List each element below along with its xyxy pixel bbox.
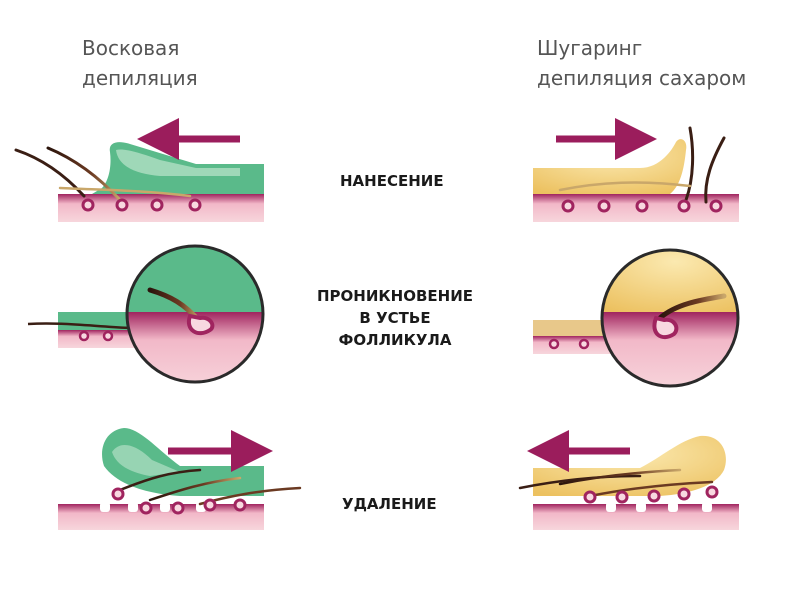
- step-penetration-line1: ПРОНИКНОВЕНИЕ: [316, 287, 473, 305]
- sugar-paste-layer: [533, 139, 687, 194]
- sugar-title-line2: депиляция сахаром: [537, 66, 747, 90]
- sugar-removal-illustration: [518, 430, 739, 530]
- follicles: [561, 199, 723, 213]
- wax-layer: [102, 428, 264, 496]
- follicles: [583, 485, 719, 504]
- hairs: [14, 146, 192, 202]
- sugar-paste-layer: [533, 320, 613, 336]
- wax-penetration-illustration: [27, 244, 265, 384]
- wax-title-line1: Восковая: [82, 36, 180, 60]
- wax-removal-illustration: [58, 428, 302, 530]
- follicles: [111, 487, 247, 515]
- sugar-application-illustration: [533, 118, 739, 222]
- magnifier-circle: [600, 248, 740, 388]
- magnifier-circle: [125, 244, 265, 384]
- step-penetration-line2: В УСТЬЕ: [359, 309, 431, 327]
- hairs: [518, 468, 714, 498]
- skin-layer: [533, 336, 613, 354]
- follicles: [78, 330, 114, 342]
- step-penetration-label: ПРОНИКНОВЕНИЕ В УСТЬЕ ФОЛЛИКУЛА: [300, 285, 490, 351]
- sugar-paste-layer: [533, 435, 726, 496]
- wax-title-line2: депиляция: [82, 66, 198, 90]
- follicles: [81, 198, 202, 212]
- sugar-title-line1: Шугаринг: [537, 36, 643, 60]
- hairs: [558, 126, 726, 204]
- wax-method-title: Восковая депиляция: [82, 33, 198, 93]
- wax-application-illustration: [14, 118, 264, 222]
- step-penetration-line3: ФОЛЛИКУЛА: [338, 331, 452, 349]
- step-removal-label: УДАЛЕНИЕ: [342, 495, 437, 513]
- sugar-penetration-illustration: [533, 248, 740, 388]
- follicles: [548, 338, 590, 350]
- skin-layer: [58, 330, 138, 348]
- sugar-method-title: Шугаринг депиляция сахаром: [537, 33, 746, 93]
- step-application-label: НАНЕСЕНИЕ: [340, 172, 444, 190]
